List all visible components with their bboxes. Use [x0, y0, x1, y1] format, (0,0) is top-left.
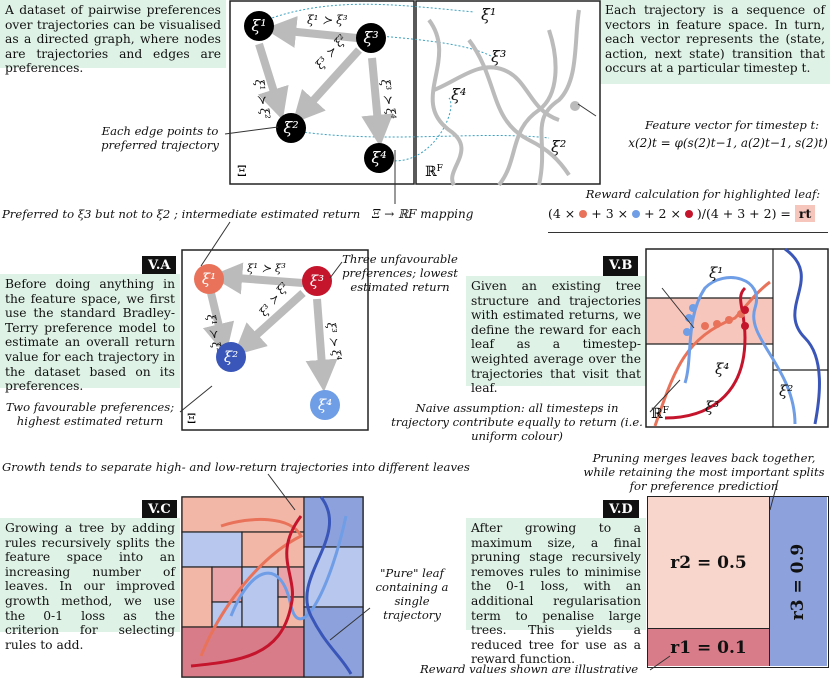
svg-text:ξ¹ ≻ ξ²: ξ¹ ≻ ξ²: [252, 78, 273, 121]
edge-label: ξ¹ ≻ ξ³: [307, 13, 348, 27]
svg-text:ξ¹: ξ¹: [202, 270, 216, 288]
svg-text:ξ⁴: ξ⁴: [371, 148, 386, 167]
va-node-xi2: [216, 342, 246, 372]
edge-note: Each edge points to preferred trajectory: [101, 124, 219, 152]
va-ann-right: Three unfavourable preferences; lowest e…: [342, 252, 458, 294]
svg-text:ξ¹: ξ¹: [481, 5, 496, 24]
svg-text:ξ³ ≻ ξ⁴: ξ³ ≻ ξ⁴: [324, 321, 345, 362]
node-xi3: [356, 23, 386, 53]
vd-leaf-r2: r2 = 0.5: [648, 497, 770, 629]
node-xi1: [244, 11, 274, 41]
va-badge: V.A: [142, 256, 177, 276]
vd-ann-top: Pruning merges leaves back together, whi…: [583, 451, 825, 493]
svg-text:ξ¹ ≻ ξ²: ξ¹ ≻ ξ²: [204, 313, 225, 354]
vd-badge: V.D: [603, 500, 639, 520]
svg-text:ξ³ ≻ ξ⁴: ξ³ ≻ ξ⁴: [378, 78, 399, 121]
svg-text:Ξ: Ξ: [187, 412, 196, 427]
node-xi2: [276, 113, 306, 143]
va-node-xi1: [194, 264, 224, 294]
vb-ann-bottom: Naive assumption: all timesteps in traje…: [391, 401, 643, 443]
vd-leaf-r1: r1 = 0.1: [648, 629, 770, 666]
xi-set-label: Ξ: [237, 164, 247, 180]
vd-ann-bottom: Reward values shown are illustrative: [420, 662, 639, 676]
va-node-xi4: [310, 390, 340, 420]
svg-text:ξ³: ξ³: [491, 47, 506, 66]
svg-text:ξ³: ξ³: [705, 398, 719, 416]
svg-text:ξ³: ξ³: [363, 28, 378, 47]
vd-tree: r2 = 0.5 r1 = 0.1 r3 = 0.9: [647, 496, 829, 668]
node-xi4: [364, 143, 394, 173]
reward-calc-title: Reward calculation for highlighted leaf:: [585, 187, 821, 201]
svg-text:ξ¹: ξ¹: [709, 264, 723, 282]
vd-leaf-r3: r3 = 0.9: [770, 497, 827, 666]
vb-badge: V.B: [603, 256, 639, 276]
va-ann-top: Preferred to ξ3 but not to ξ2 ; intermed…: [2, 207, 361, 221]
top-left-note: A dataset of pairwise preferences over t…: [0, 0, 226, 75]
vc-badge: V.C: [142, 500, 177, 520]
svg-text:ξ¹: ξ¹: [251, 16, 266, 35]
svg-text:ξ⁴: ξ⁴: [318, 396, 332, 414]
svg-text:ξ³: ξ³: [310, 272, 324, 290]
svg-text:ξ²: ξ²: [779, 382, 793, 400]
svg-text:ξ⁴: ξ⁴: [451, 85, 466, 104]
preference-graph-top: ξ¹ ≻ ξ³ ξ¹ ≻ ξ² ξ³ ≻ ξ² ξ³ ≻ ξ⁴ ξ¹ξ²ξ³ξ⁴…: [229, 0, 601, 186]
svg-text:ξ²: ξ²: [551, 137, 566, 156]
svg-text:ξ²: ξ²: [224, 348, 238, 366]
svg-text:ξ¹ ≻ ξ³: ξ¹ ≻ ξ³: [247, 261, 286, 275]
vc-ann-top: Growth tends to separate high- and low-r…: [2, 460, 470, 474]
svg-text:ξ⁴: ξ⁴: [715, 360, 729, 378]
top-right-note: Each trajectory is a sequence of vectors…: [600, 0, 830, 84]
mapping-label: Ξ → ℝF mapping: [372, 207, 474, 221]
reward-eq: (4 × + 3 × + 2 × )/(4 + 3 + 2) = rt: [548, 205, 828, 222]
vd-note: After growing to a maximum size, a final…: [466, 518, 646, 666]
va-note: Before doing anything in the feature spa…: [0, 274, 180, 393]
feature-vec-title: Feature vector for timestep t:: [644, 118, 820, 132]
vc-ann-pure: "Pure" leaf containing a single trajecto…: [375, 566, 449, 622]
va-node-xi3: [302, 266, 332, 296]
svg-text:ξ²: ξ²: [283, 118, 298, 137]
va-ann-bottom: Two favourable preferences; highest esti…: [5, 400, 175, 428]
vb-note: Given an existing tree structure and tra…: [466, 276, 646, 395]
feature-vec-eq: x(2)t = φ(s(2)t−1, a(2)t−1, s(2)t): [628, 136, 828, 150]
vc-note: Growing a tree by adding rules recursive…: [0, 518, 180, 652]
vc-tree: [181, 496, 364, 678]
